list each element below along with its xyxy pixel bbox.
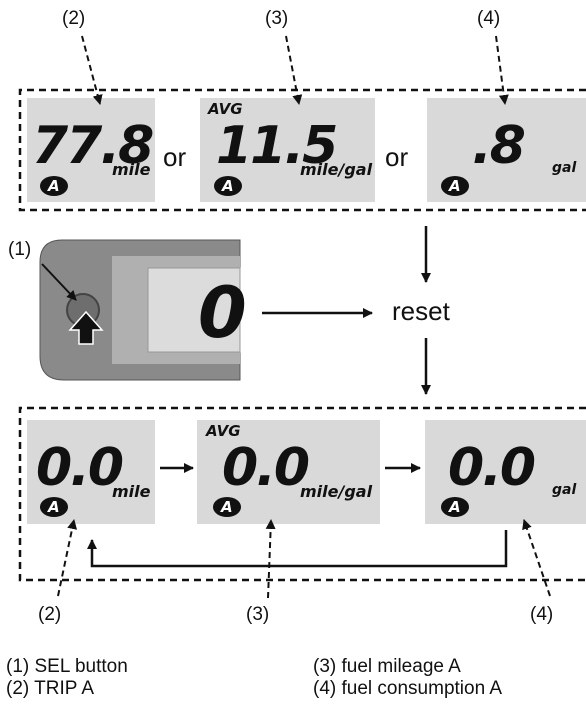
- callout-label: (1): [8, 239, 32, 260]
- badge-letter: A: [48, 498, 60, 516]
- meter-lcd: [147, 267, 241, 353]
- bottom-trip-unit: mile: [112, 482, 151, 501]
- trip-a-badge-icon: [40, 176, 68, 196]
- bottom-mileage-avg: AVG: [206, 422, 241, 440]
- top-mileage-avg: AVG: [208, 100, 243, 118]
- bottom-frame: [18, 406, 586, 582]
- callout-label: (2): [62, 8, 86, 29]
- bottom-trip-digits: 0.0: [36, 438, 124, 498]
- leader-line: [265, 519, 276, 599]
- legend-item: (3) fuel mileage A: [313, 656, 461, 677]
- legend-item: (2) TRIP A: [6, 678, 94, 699]
- trip-a-badge-icon: [213, 497, 241, 517]
- callout-label: (4): [530, 604, 554, 625]
- legend-item: (1) SEL button: [6, 656, 128, 677]
- leader-line: [81, 35, 103, 105]
- callout-label: (4): [477, 8, 501, 29]
- leader-line: [41, 263, 77, 301]
- trip-a-badge-icon: [441, 176, 469, 196]
- legend-left: (1) SEL button (2) TRIP A: [6, 656, 128, 700]
- or-connector: or: [163, 142, 187, 172]
- top-trip-unit: mile: [112, 160, 151, 179]
- leader-line: [57, 519, 78, 597]
- badge-letter: A: [449, 498, 461, 516]
- trip-a-badge-icon: [441, 497, 469, 517]
- top-mileage-unit: mile/gal: [300, 160, 373, 179]
- push-arrow-icon: [68, 310, 104, 345]
- top-mileage-digits: 11.5: [216, 116, 338, 176]
- badge-letter: A: [449, 177, 461, 195]
- top-consumption-digits: .8: [472, 116, 526, 176]
- top-frame: [18, 88, 586, 212]
- trip-a-badge-icon: [40, 497, 68, 517]
- leader-line: [285, 35, 303, 105]
- top-consumption-unit: gal: [552, 160, 577, 176]
- callout-label: (2): [38, 604, 62, 625]
- badge-letter: A: [48, 177, 60, 195]
- callout-label: (3): [246, 604, 270, 625]
- callout-label: (3): [265, 8, 289, 29]
- legend-right: (3) fuel mileage A (4) fuel consumption …: [313, 656, 502, 700]
- bottom-mileage-digits: 0.0: [222, 438, 310, 498]
- badge-letter: A: [221, 498, 233, 516]
- return-arrow: [87, 530, 508, 568]
- bottom-mileage-unit: mile/gal: [300, 482, 373, 501]
- badge-letter: A: [222, 177, 234, 195]
- or-connector: or: [385, 142, 409, 172]
- bottom-consumption-digits: 0.0: [448, 438, 536, 498]
- legend-item: (4) fuel consumption A: [313, 678, 503, 699]
- reset-label: reset: [392, 296, 450, 326]
- leader-line: [495, 35, 509, 105]
- top-trip-digits: 77.8: [32, 116, 154, 176]
- leader-line: [522, 519, 551, 597]
- trip-a-badge-icon: [214, 176, 242, 196]
- device-display-digit: 0: [198, 272, 247, 354]
- bottom-consumption-unit: gal: [552, 482, 577, 498]
